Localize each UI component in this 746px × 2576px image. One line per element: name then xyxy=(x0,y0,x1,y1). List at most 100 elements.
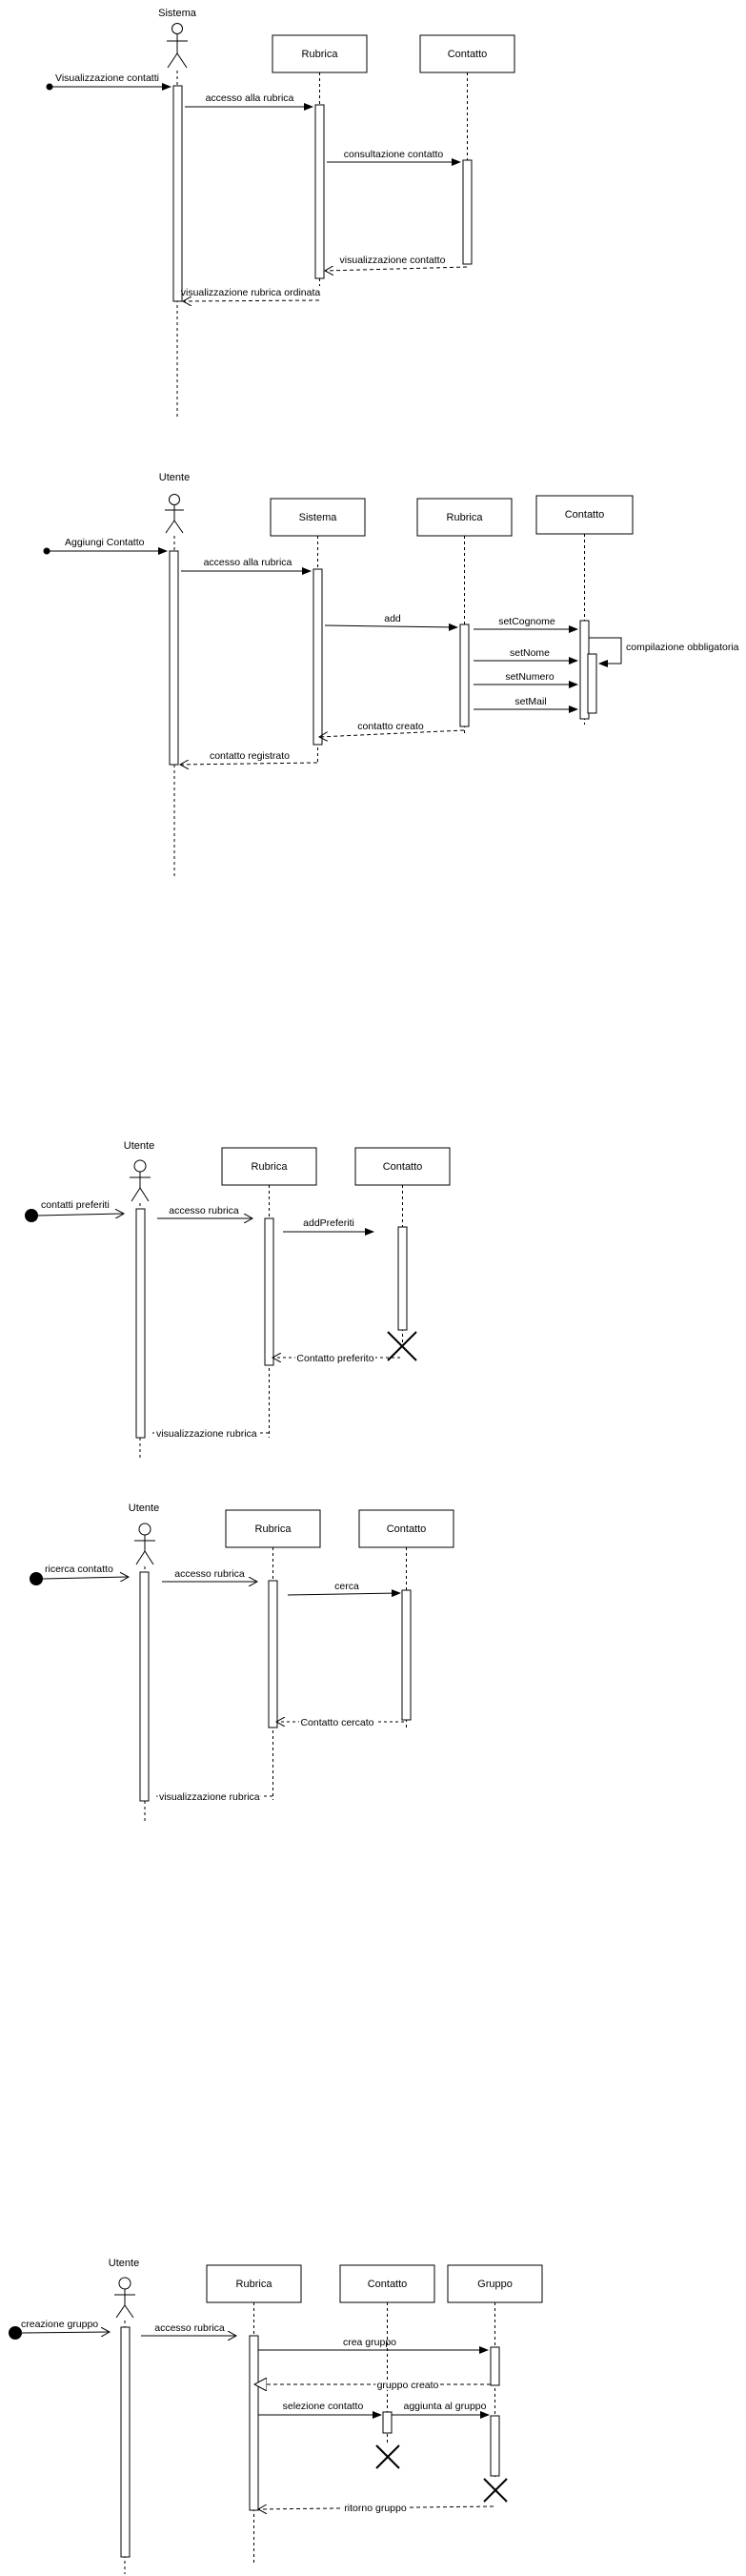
return-arrow xyxy=(180,763,318,765)
message-label: compilazione obbligatoria xyxy=(626,642,739,653)
actor-label-utente: Utente xyxy=(124,1140,154,1152)
message-label: accesso alla rubrica xyxy=(204,557,292,568)
participant-label-rubrica: Rubrica xyxy=(447,512,484,523)
diagram-visualizzazione-contatti: Sistema Rubrica Contatto Visualizzazione… xyxy=(46,8,515,418)
actor-stick-figure xyxy=(134,1523,155,1565)
message-label: accesso rubrica xyxy=(169,1205,239,1216)
message-label: consultazione contatto xyxy=(344,149,444,160)
found-message-dot xyxy=(30,1572,43,1585)
message-label: accesso rubrica xyxy=(154,2322,225,2334)
activation-bar xyxy=(382,2411,393,2434)
message-label: Aggiungi Contatto xyxy=(65,537,145,548)
actor-label-utente: Utente xyxy=(159,472,190,483)
participant-box-contatto xyxy=(358,1509,454,1548)
message-label: accesso rubrica xyxy=(174,1568,245,1580)
participant-label-rubrica: Rubrica xyxy=(255,1523,292,1535)
message-arrow xyxy=(37,1214,124,1216)
participant-box-rubrica xyxy=(416,498,513,537)
actor-stick-figure xyxy=(114,2277,135,2319)
activation-bar xyxy=(490,2415,500,2477)
participant-box-rubrica xyxy=(206,2264,302,2303)
activation-bar xyxy=(313,568,323,746)
message-label: contatti preferiti xyxy=(41,1199,110,1211)
message-label: setCognome xyxy=(498,616,555,627)
message-arrow xyxy=(324,623,458,631)
message-label: visualizzazione rubrica xyxy=(156,1428,257,1440)
activation-bar xyxy=(397,1226,408,1331)
participant-box-rubrica xyxy=(272,34,368,73)
participant-label-sistema: Sistema xyxy=(299,512,338,523)
message-label: visualizzazione contatto xyxy=(340,255,446,266)
activation-bar xyxy=(120,2326,131,2558)
return-arrow xyxy=(319,729,465,737)
actor-label-sistema: Sistema xyxy=(158,8,197,19)
message-label: visualizzazione rubrica ordinata xyxy=(181,287,321,298)
actor-stick-figure xyxy=(167,23,188,69)
activation-bar xyxy=(264,1217,274,1366)
message-label: add xyxy=(384,613,401,624)
actor-label-utente: Utente xyxy=(129,1503,159,1514)
diagram-ricerca-contatto: Utente Rubrica Contatto ricerca contatto… xyxy=(30,1503,454,1823)
message-arrow xyxy=(21,2332,110,2333)
message-arrow xyxy=(287,1589,401,1598)
message-label: contatto creato xyxy=(357,721,424,732)
participant-label-gruppo: Gruppo xyxy=(477,2279,513,2290)
activation-bar-nested xyxy=(587,653,597,714)
message-label: setMail xyxy=(514,696,546,707)
destruction-x-icon xyxy=(483,2478,508,2503)
message-label: contatto registrato xyxy=(210,750,290,762)
message-label: Contatto preferito xyxy=(296,1353,373,1364)
message-label: accesso alla rubrica xyxy=(206,92,294,104)
participant-label-rubrica: Rubrica xyxy=(236,2279,273,2290)
return-arrow xyxy=(183,300,320,301)
participant-label-contatto: Contatto xyxy=(565,509,605,521)
message-label: aggiunta al gruppo xyxy=(404,2401,487,2412)
return-arrow xyxy=(325,267,468,271)
participant-label-contatto: Contatto xyxy=(387,1523,427,1535)
found-message-dot xyxy=(9,2326,22,2340)
participant-box-contatto xyxy=(535,495,634,535)
message-label: cerca xyxy=(334,1581,359,1592)
diagram-creazione-gruppo: Utente Rubrica Contatto Gruppo xyxy=(9,2258,543,2574)
participant-box-contatto xyxy=(339,2264,435,2303)
actor-stick-figure xyxy=(165,494,184,534)
actor-label-utente: Utente xyxy=(109,2258,139,2269)
diagram-aggiungi-contatto: Utente Sistema Rubrica Contatto Aggiungi… xyxy=(43,472,739,879)
message-label: addPreferiti xyxy=(303,1217,354,1229)
activation-bar xyxy=(172,85,183,302)
message-label: selezione contatto xyxy=(283,2401,364,2412)
participant-label-rubrica: Rubrica xyxy=(302,49,339,60)
message-label: ritorno gruppo xyxy=(344,2503,407,2514)
message-label: Contatto cercato xyxy=(300,1717,373,1728)
activation-bar xyxy=(169,550,179,766)
participant-label-rubrica: Rubrica xyxy=(252,1161,289,1173)
participant-box-contatto xyxy=(419,34,515,73)
self-message-arrow xyxy=(589,637,622,667)
activation-bar xyxy=(314,104,325,279)
return-arrow xyxy=(258,2506,494,2509)
participant-box-contatto xyxy=(354,1147,451,1186)
found-message-dot xyxy=(25,1209,38,1222)
message-label: ricerca contatto xyxy=(45,1564,113,1575)
participant-label-contatto: Contatto xyxy=(383,1161,423,1173)
message-label: setNumero xyxy=(505,671,554,683)
destruction-x-icon xyxy=(387,1331,417,1361)
participant-box-rubrica xyxy=(221,1147,317,1186)
participant-label-contatto: Contatto xyxy=(448,49,488,60)
message-label: creazione gruppo xyxy=(21,2319,98,2330)
message-label: visualizzazione rubrica xyxy=(159,1791,260,1803)
destruction-x-icon xyxy=(375,2444,400,2469)
activation-bar xyxy=(459,624,470,727)
activation-bar xyxy=(249,2335,259,2511)
activation-bar xyxy=(462,159,473,265)
message-label: Visualizzazione contatti xyxy=(55,72,159,84)
participant-label-contatto: Contatto xyxy=(368,2279,408,2290)
message-arrow xyxy=(42,1577,129,1579)
message-label: gruppo creato xyxy=(377,2380,439,2391)
actor-stick-figure xyxy=(130,1159,151,1202)
participant-box-rubrica xyxy=(225,1509,321,1548)
diagram-contatti-preferiti: Utente Rubrica Contatto contatti preferi… xyxy=(25,1140,451,1459)
message-label: crea gruppo xyxy=(343,2337,396,2348)
message-label: setNome xyxy=(510,647,550,659)
